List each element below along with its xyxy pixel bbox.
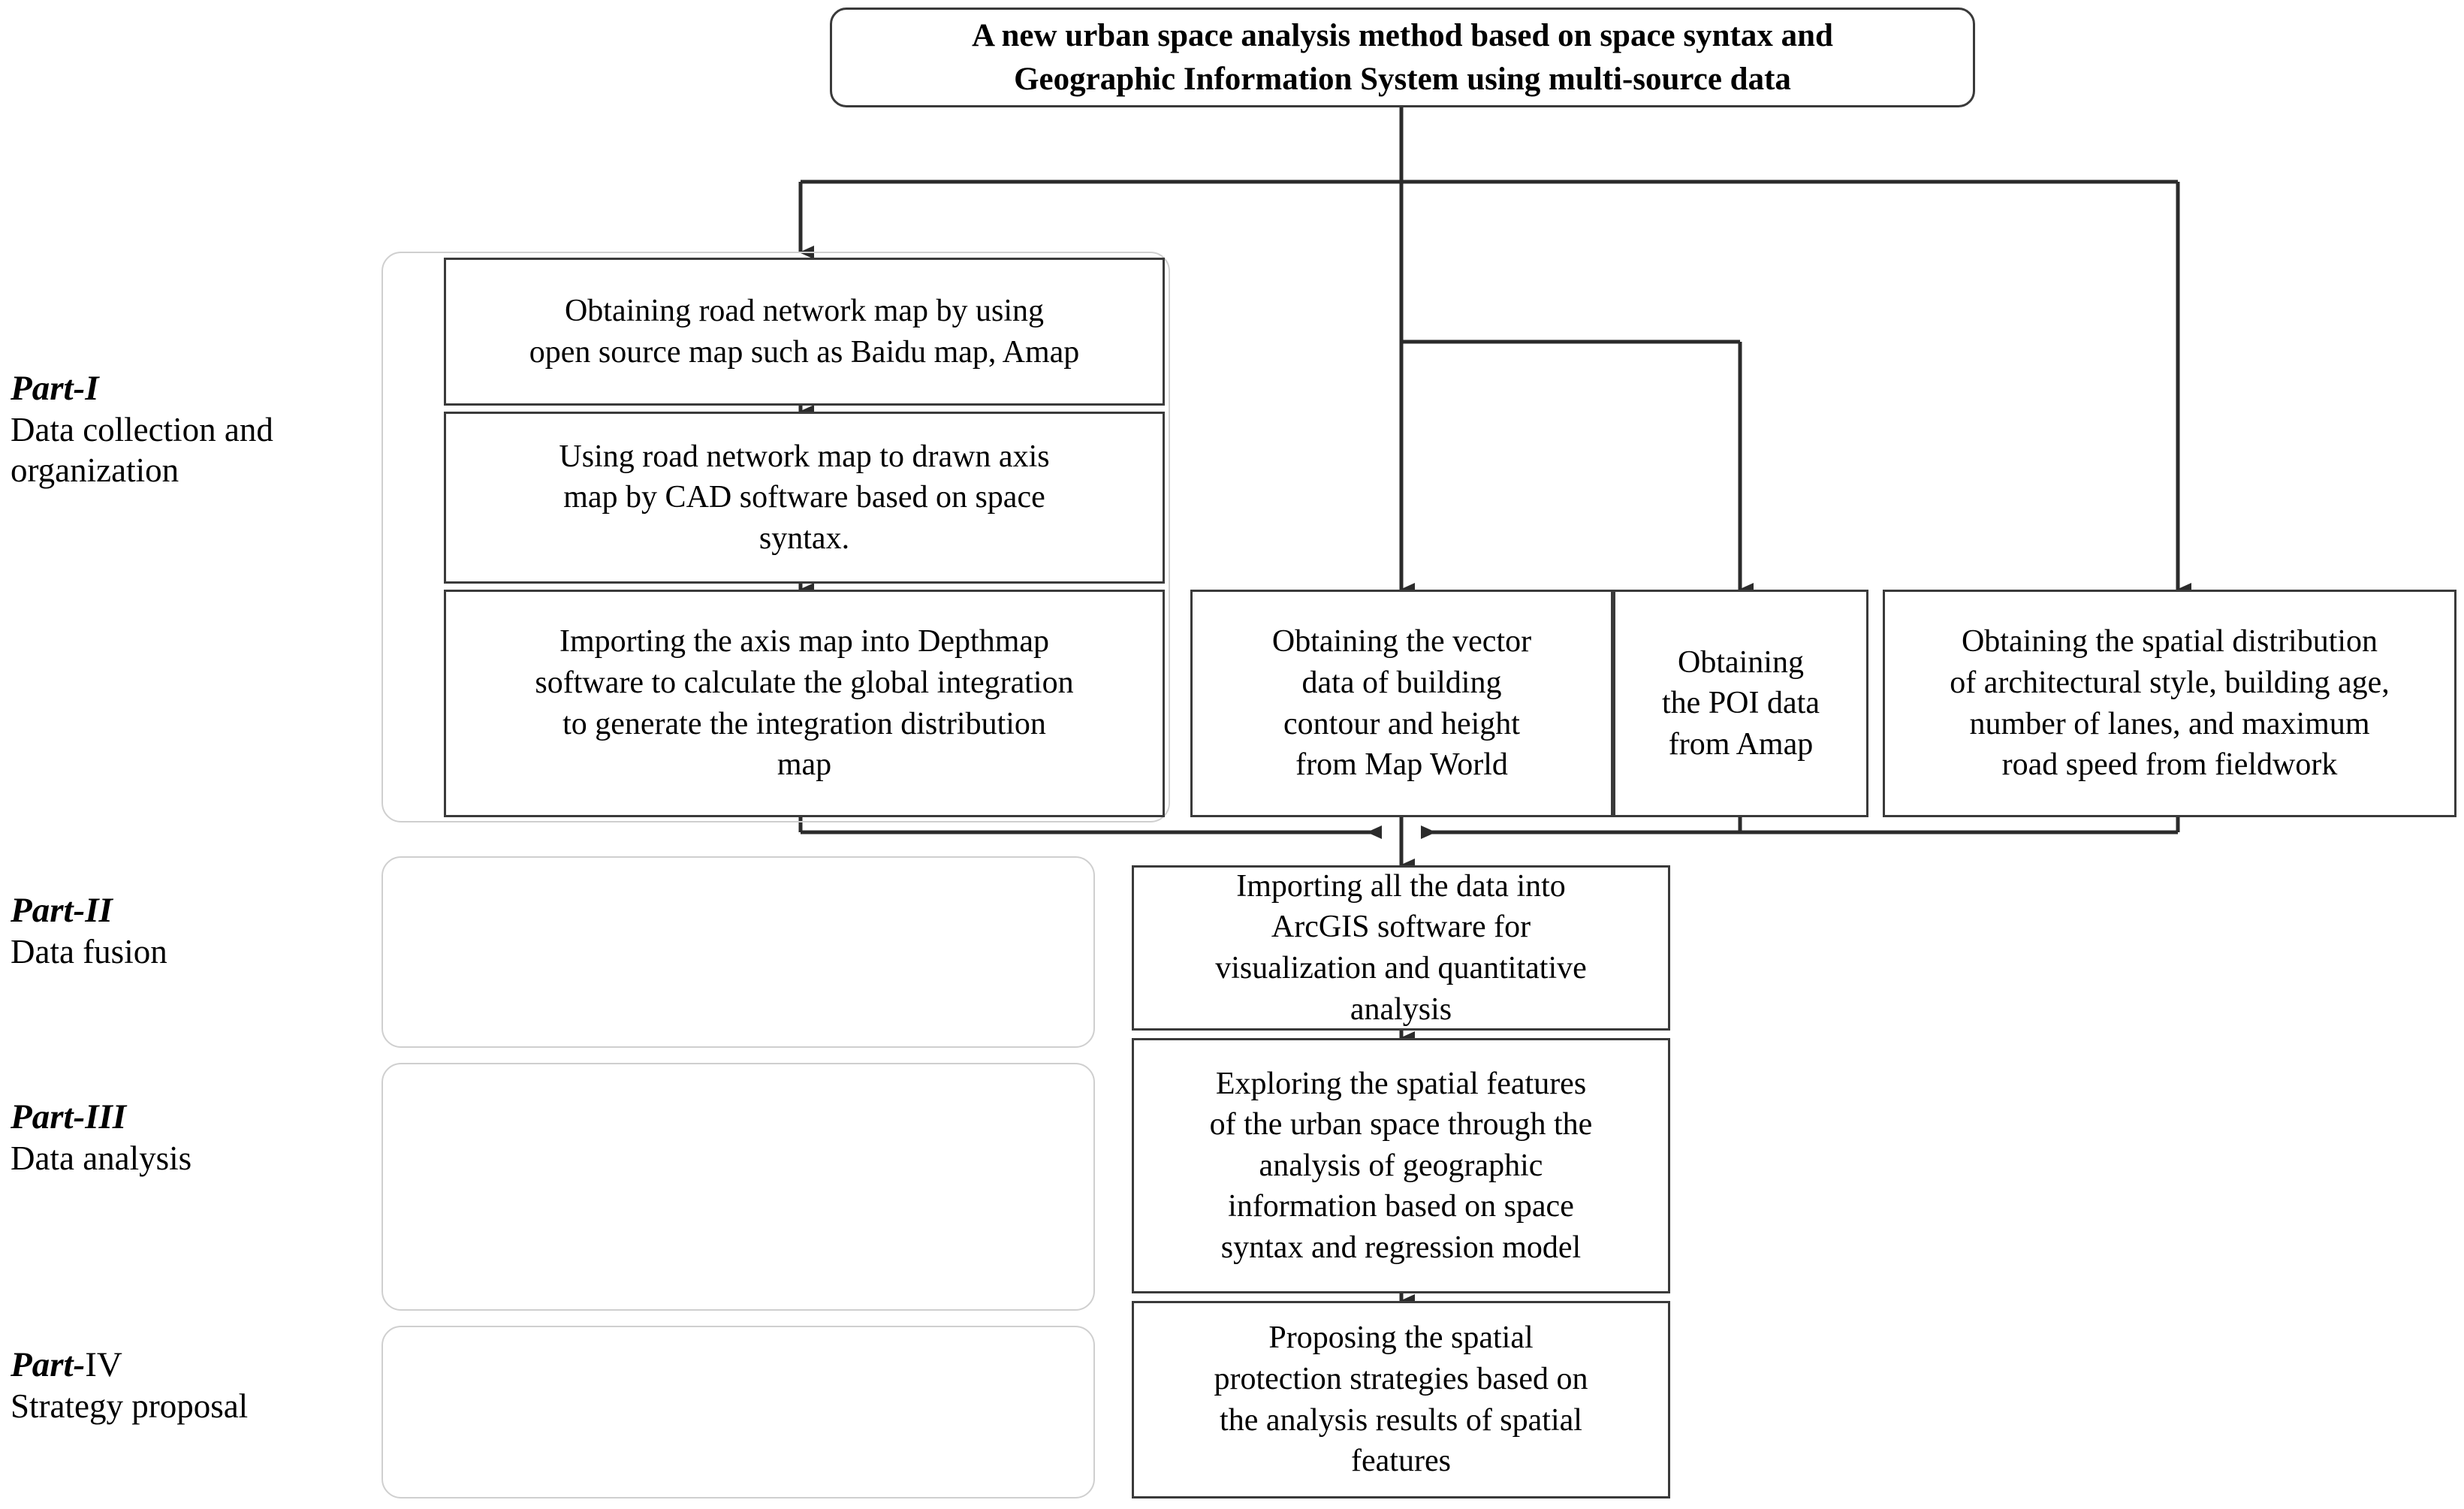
node-road-network-line-2: open source map such as Baidu map, Amap [529,334,1080,370]
node-exploring-text: Exploring the spatial features of the ur… [1134,1064,1668,1269]
part-4-heading-prefix: Part- [11,1345,86,1384]
node-arcgis-text: Importing all the data into ArcGIS softw… [1134,866,1668,1030]
node-fieldwork[interactable]: Obtaining the spatial distribution of ar… [1883,590,2456,817]
part-4-numeral: IV [85,1345,122,1384]
node-fieldwork-line-3: number of lanes, and maximum [1969,706,2370,741]
group-outline-part-1 [382,252,1170,822]
node-arcgis-line-4: analysis [1350,991,1452,1027]
node-arcgis-line-1: Importing all the data into [1236,868,1566,904]
part-3-heading: Part-III [11,1097,192,1138]
node-proposing-line-4: features [1351,1444,1451,1479]
part-2-subtitle: Data fusion [11,931,167,973]
node-proposing-line-2: protection strategies based on [1214,1361,1588,1396]
part-3-heading-prefix: Part- [11,1097,86,1136]
node-poi-data-text: Obtaining the POI data from Amap [1615,642,1866,765]
part-3-subtitle: Data analysis [11,1138,192,1179]
node-proposing-line-3: the analysis results of spatial [1220,1402,1582,1438]
node-building-vector-line-2: data of building [1301,665,1502,700]
node-building-vector-line-1: Obtaining the vector [1271,624,1532,659]
node-building-vector[interactable]: Obtaining the vector data of building co… [1190,590,1613,817]
part-4-subtitle-line-1: Strategy proposal [11,1387,249,1425]
node-proposing-line-1: Proposing the spatial [1268,1320,1534,1356]
part-1-subtitle-line-1: Data collection and [11,410,273,448]
node-exploring[interactable]: Exploring the spatial features of the ur… [1132,1038,1670,1293]
part-label-2: Part-II Data fusion [11,890,167,972]
node-poi-data-line-3: from Amap [1668,726,1814,762]
node-poi-data-line-1: Obtaining [1678,644,1804,680]
node-depthmap-line-4: map [777,747,832,783]
node-proposing[interactable]: Proposing the spatial protection strateg… [1132,1301,1670,1498]
part-3-numeral: III [85,1097,127,1136]
node-axis-map-line-2: map by CAD software based on space [563,480,1045,515]
node-exploring-line-4: information based on space [1228,1189,1574,1224]
node-poi-data[interactable]: Obtaining the POI data from Amap [1613,590,1868,817]
node-axis-map-text: Using road network map to drawn axis map… [446,436,1163,560]
node-title[interactable]: A new urban space analysis method based … [830,8,1975,107]
node-axis-map-line-3: syntax. [759,521,850,556]
part-4-heading: Part-IV [11,1345,248,1386]
part-1-subtitle: Data collection and organization [11,409,273,492]
node-arcgis-line-3: visualization and quantitative [1215,951,1587,985]
node-depthmap-line-2: software to calculate the global integra… [535,665,1074,700]
node-building-vector-line-4: from Map World [1295,747,1508,783]
group-outline-part-4 [382,1326,1095,1498]
part-3-subtitle-line-1: Data analysis [11,1139,192,1177]
node-exploring-line-3: analysis of geographic [1259,1148,1543,1183]
node-road-network[interactable]: Obtaining road network map by using open… [444,258,1165,406]
group-outline-part-3 [382,1063,1095,1311]
node-fieldwork-line-1: Obtaining the spatial distribution [1961,624,2378,659]
part-2-numeral: II [85,891,113,930]
node-poi-data-line-2: the POI data [1662,686,1820,721]
group-outline-part-2 [382,856,1095,1048]
node-depthmap[interactable]: Importing the axis map into Depthmap sof… [444,590,1165,817]
part-1-heading: Part-I [11,368,273,409]
node-fieldwork-text: Obtaining the spatial distribution of ar… [1885,621,2454,785]
node-title-line-1: A new urban space analysis method based … [972,17,1833,53]
part-1-numeral: I [85,369,99,408]
node-exploring-line-5: syntax and regression model [1220,1230,1582,1265]
part-label-4: Part-IV Strategy proposal [11,1345,248,1426]
node-fieldwork-line-4: road speed from fieldwork [2001,747,2338,783]
node-arcgis-line-2: ArcGIS software for [1271,910,1531,945]
part-1-heading-prefix: Part- [11,369,86,408]
part-label-1: Part-I Data collection and organization [11,368,273,491]
part-4-subtitle: Strategy proposal [11,1386,248,1427]
node-fieldwork-line-2: of architectural style, building age, [1950,665,2390,700]
node-depthmap-text: Importing the axis map into Depthmap sof… [446,621,1163,785]
node-exploring-line-2: of the urban space through the [1209,1107,1593,1142]
node-building-vector-line-3: contour and height [1283,706,1520,741]
node-title-text: A new urban space analysis method based … [832,14,1973,101]
part-1-subtitle-line-2: organization [11,451,179,490]
node-arcgis[interactable]: Importing all the data into ArcGIS softw… [1132,865,1670,1031]
node-axis-map-line-1: Using road network map to drawn axis [559,439,1050,474]
node-road-network-line-1: Obtaining road network map by using [564,293,1045,328]
node-proposing-text: Proposing the spatial protection strateg… [1134,1317,1668,1481]
node-depthmap-line-1: Importing the axis map into Depthmap [559,624,1050,659]
node-title-line-2: Geographic Information System using mult… [1014,61,1791,97]
node-road-network-text: Obtaining road network map by using open… [446,291,1163,373]
part-label-3: Part-III Data analysis [11,1097,192,1179]
node-building-vector-text: Obtaining the vector data of building co… [1193,621,1611,785]
node-axis-map[interactable]: Using road network map to drawn axis map… [444,412,1165,584]
part-2-subtitle-line-1: Data fusion [11,932,167,970]
node-depthmap-line-3: to generate the integration distribution [562,706,1046,741]
node-exploring-line-1: Exploring the spatial features [1215,1066,1587,1101]
part-2-heading-prefix: Part- [11,891,86,930]
part-2-heading: Part-II [11,890,167,931]
